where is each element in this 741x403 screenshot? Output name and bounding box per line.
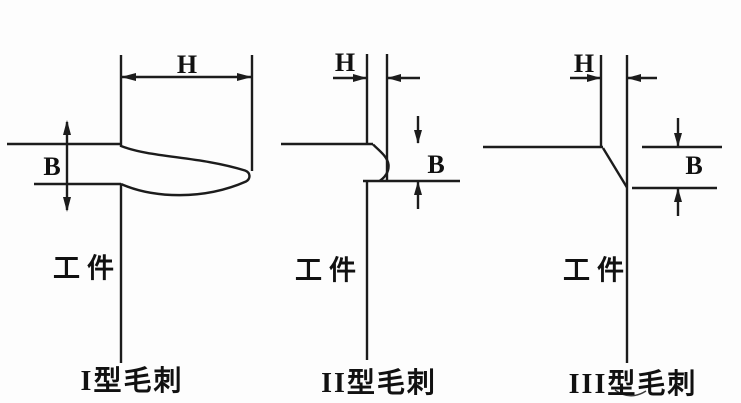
type3-caption: III型毛刺 — [568, 369, 698, 400]
type3-chamfer-line — [601, 147, 629, 189]
type2-h-arrow-left-icon — [353, 74, 367, 82]
type2-b-dim-label: B — [427, 150, 445, 179]
type1-h-dim-label: H — [176, 50, 198, 79]
stray-mark-curve — [614, 389, 647, 397]
type1-h-arrow-right-icon — [237, 73, 252, 81]
type1-b-arrow-up-icon — [63, 120, 71, 135]
type3-b-arrow-top-icon — [674, 133, 682, 147]
type3-h-arrow-right-icon — [627, 74, 641, 82]
type1-b-arrow-down-icon — [63, 197, 71, 212]
type1-workpiece-label: 工件 — [53, 253, 121, 284]
type3-b-arrow-bottom-icon — [674, 188, 682, 202]
type2-burr-outline — [372, 143, 390, 183]
type2-b-arrow-top-icon — [414, 130, 422, 144]
type3-b-dim-label: B — [685, 151, 703, 180]
type2-linework — [281, 54, 460, 360]
type1-caption: I型毛刺 — [80, 366, 184, 397]
type1-burr-outline — [120, 144, 251, 197]
type2-b-arrow-bottom-icon — [414, 181, 422, 195]
type3-linework — [483, 55, 722, 397]
type3-h-dim-label: H — [573, 49, 595, 78]
type3-h-arrow-left-icon — [587, 74, 601, 82]
type3-workpiece-label: 工件 — [563, 255, 631, 286]
type1-h-arrow-left-icon — [121, 73, 136, 81]
type2-h-arrow-right-icon — [387, 74, 401, 82]
type1-linework — [7, 55, 254, 363]
type2-caption: II型毛刺 — [321, 368, 437, 399]
type1-b-dim-label: B — [43, 152, 61, 181]
type2-h-dim-label: H — [334, 48, 356, 77]
type2-workpiece-label: 工件 — [295, 255, 363, 286]
